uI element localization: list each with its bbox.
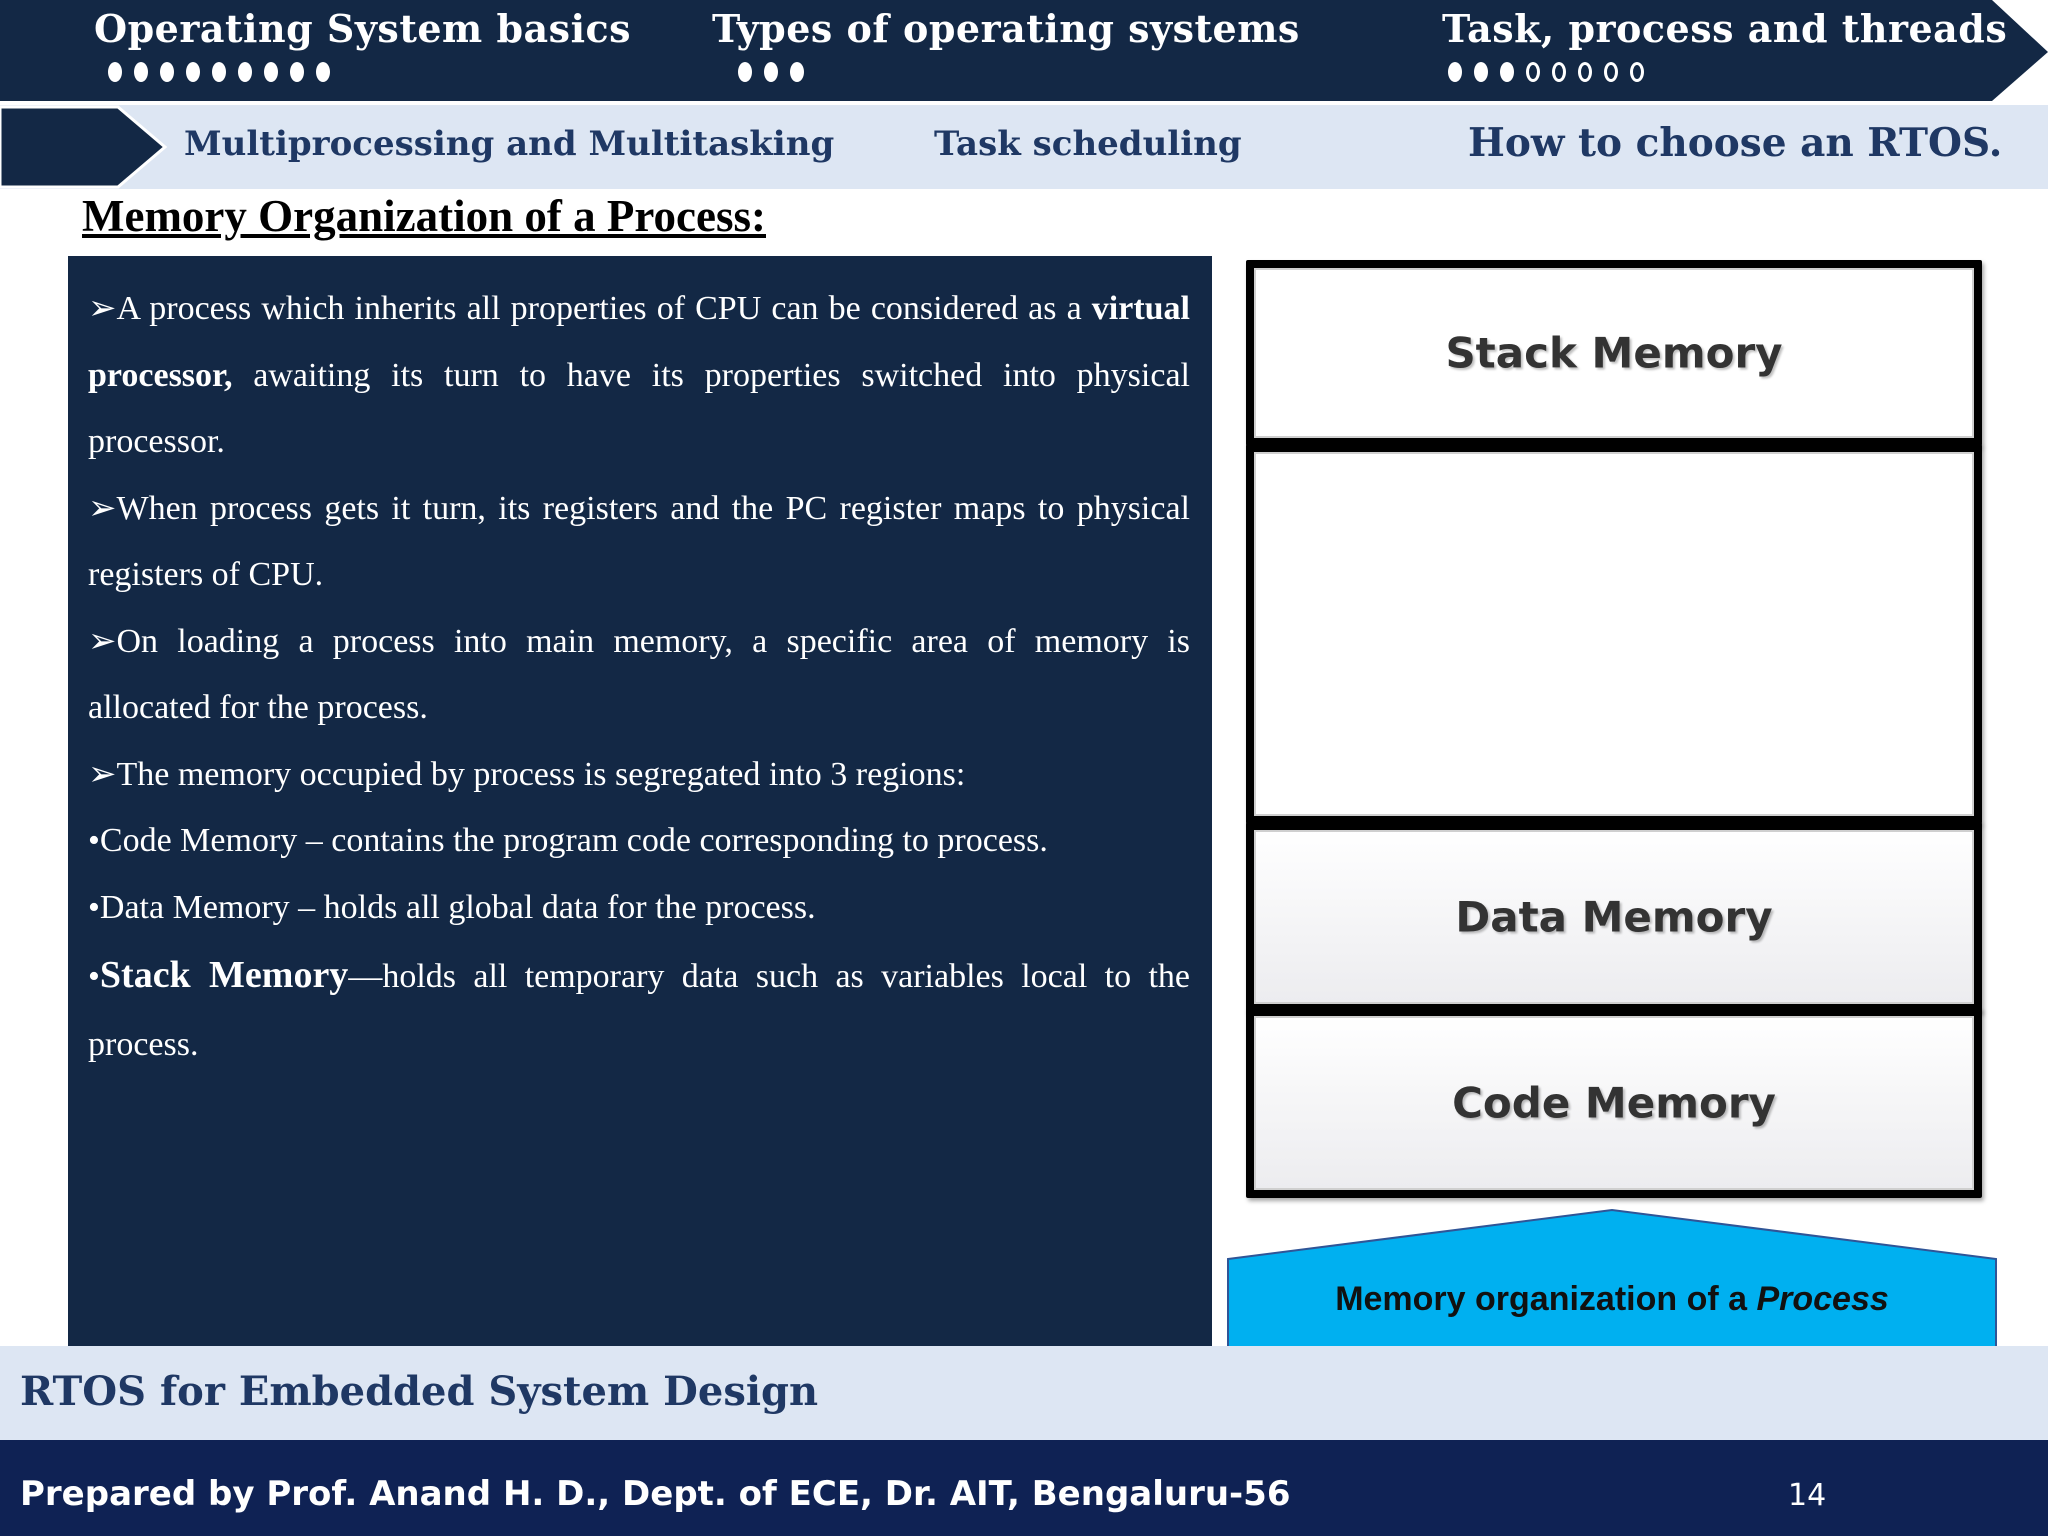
- nav-item-choose-rtos[interactable]: How to choose an RTOS.: [1468, 120, 2003, 166]
- content-panel: ➢A process which inherits all properties…: [68, 256, 1212, 1352]
- progress-dot-filled: [1448, 62, 1462, 82]
- progress-dot-hollow: [1552, 62, 1566, 82]
- nav-item-types-of-os[interactable]: Types of operating systems: [712, 6, 1300, 51]
- stack-memory-block: Stack Memory: [1246, 260, 1982, 446]
- data-memory-block: Data Memory: [1246, 822, 1982, 1012]
- progress-dot-filled: [212, 62, 226, 82]
- course-band: [0, 1346, 2048, 1440]
- progress-dot-filled: [108, 62, 122, 82]
- progress-dot-hollow: [1526, 62, 1540, 82]
- stack-memory-label: Stack Memory: [1445, 328, 1783, 378]
- memory-diagram: Stack Memory Data Memory Code Memory: [1246, 260, 1982, 1198]
- progress-dot-hollow: [1604, 62, 1618, 82]
- bullet-text: awaiting its turn to have its properties…: [88, 356, 1190, 461]
- block-inner-border: [1254, 268, 1974, 438]
- nav-item-multiprocessing[interactable]: Multiprocessing and Multitasking: [184, 124, 835, 164]
- nav-dots-types-of-os: [738, 62, 804, 82]
- block-inner-border: [1254, 830, 1974, 1004]
- progress-dot-filled: [1500, 62, 1514, 82]
- data-memory-label: Data Memory: [1455, 892, 1773, 942]
- progress-dot-filled: [790, 62, 804, 82]
- progress-dot-filled: [134, 62, 148, 82]
- progress-dot-filled: [738, 62, 752, 82]
- nav-dots-task-process-threads: [1448, 62, 1644, 82]
- diagram-caption: Memory organization of a Process: [1226, 1280, 1998, 1319]
- nav-item-os-basics[interactable]: Operating System basics: [94, 6, 632, 51]
- nav-item-task-scheduling[interactable]: Task scheduling: [934, 124, 1242, 164]
- nav-item-task-process-threads[interactable]: Task, process and threads: [1442, 6, 2008, 51]
- progress-dot-filled: [764, 62, 778, 82]
- bullet-memory-allocation: ➢On loading a process into main memory, …: [88, 622, 1190, 727]
- page-number: 14: [1788, 1478, 1827, 1513]
- code-memory-block: Code Memory: [1246, 1008, 1982, 1198]
- progress-dot-filled: [264, 62, 278, 82]
- progress-dot-filled: [238, 62, 252, 82]
- block-inner-border: [1254, 452, 1974, 816]
- bullet-text: —holds all temporary data such as variab…: [88, 958, 1190, 1063]
- progress-dot-hollow: [1578, 62, 1592, 82]
- author-credit: Prepared by Prof. Anand H. D., Dept. of …: [20, 1474, 1291, 1514]
- progress-dot-hollow: [1630, 62, 1644, 82]
- progress-dot-filled: [160, 62, 174, 82]
- caption-text: Memory organization of a: [1335, 1280, 1757, 1318]
- bullet-virtual-processor: ➢A process which inherits all properties…: [88, 276, 1190, 476]
- nav-dots-os-basics: [108, 62, 330, 82]
- bullet-emphasis: virtual processor,: [88, 290, 1190, 394]
- progress-dot-filled: [290, 62, 304, 82]
- sub-bullet-code-memory: •Code Memory – contains the program code…: [88, 822, 1048, 859]
- progress-dot-filled: [316, 62, 330, 82]
- footer-band: [0, 1440, 2048, 1536]
- block-inner-border: [1254, 1016, 1974, 1190]
- sub-nav-band: [0, 105, 2048, 189]
- bullet-emphasis: Stack Memory: [99, 954, 349, 996]
- free-memory-block: [1246, 444, 1982, 824]
- sub-nav-arrow: [0, 105, 168, 189]
- bullet-registers: ➢When process gets it turn, its register…: [88, 489, 1190, 594]
- bullet-three-regions: ➢The memory occupied by process is segre…: [88, 755, 966, 793]
- sub-bullet-data-memory: •Data Memory – holds all global data for…: [88, 888, 816, 926]
- course-title: RTOS for Embedded System Design: [20, 1368, 819, 1415]
- page-title: Memory Organization of a Process:: [82, 191, 766, 241]
- code-memory-label: Code Memory: [1452, 1078, 1776, 1128]
- bullet-text: ➢A process which inherits all properties…: [88, 290, 1092, 327]
- progress-dot-filled: [186, 62, 200, 82]
- progress-dot-filled: [1474, 62, 1488, 82]
- caption-shape: [1227, 1208, 1997, 1349]
- sub-bullet-stack-memory: •Stack Memory—holds all temporary data s…: [88, 941, 1190, 1079]
- bullet-glyph: •: [88, 958, 100, 995]
- caption-emphasis: Process: [1756, 1280, 1889, 1318]
